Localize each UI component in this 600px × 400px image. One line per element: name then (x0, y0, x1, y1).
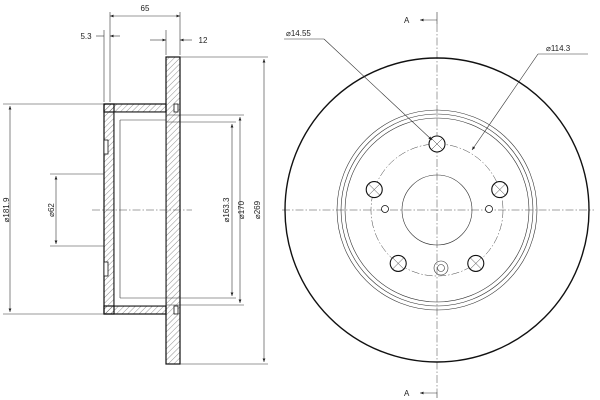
rotor-plate-section (165, 56, 181, 365)
hat-wall (103, 103, 115, 315)
hat-interior (113, 111, 167, 307)
stud-mark (103, 139, 109, 155)
bolt-hole (365, 181, 383, 199)
pin-holes (381, 205, 493, 213)
dim-inner-1: ⌀163.3 (222, 197, 231, 222)
bolt-hole-section (173, 305, 179, 315)
friction-ring-inner (336, 109, 538, 311)
dim-pcd: ⌀114.3 (546, 44, 571, 53)
bolt-hole (428, 135, 446, 153)
bolt-hole-section (173, 103, 179, 113)
dim-outer: ⌀269 (253, 200, 262, 219)
hat-face (344, 117, 530, 303)
bolt-hole (467, 254, 485, 272)
dim-hat-outer: ⌀181.9 (2, 197, 11, 222)
section-label-bottom: A (404, 389, 410, 398)
dim-hole-diameter: ⌀14.55 (286, 29, 311, 38)
dim-hat-thickness: 5.3 (80, 32, 92, 41)
dim-centre-bore: ⌀62 (47, 203, 56, 217)
dim-width-total: 65 (141, 4, 150, 13)
stud-mark (103, 261, 109, 277)
front-view: A A ⌀14.55 ⌀114.3 (282, 12, 594, 398)
pin-hole (485, 205, 493, 213)
side-view: 65 5.3 12 ⌀181.9 ⌀62 ⌀163.3 ⌀170 ⌀269 (2, 4, 268, 365)
pin-hole (381, 205, 389, 213)
bolt-hole (491, 181, 509, 199)
centre-bore (401, 174, 473, 246)
bolt-holes (365, 135, 509, 272)
bolt-hole (389, 254, 407, 272)
valve-stud-inner (437, 264, 445, 272)
valve-stud (433, 260, 449, 276)
disc-outer-edge (284, 57, 590, 363)
hat-outer-edge (340, 113, 534, 307)
dim-inner-2: ⌀170 (237, 200, 246, 219)
dim-rotor-thickness: 12 (199, 36, 208, 45)
section-label-top: A (404, 16, 410, 25)
